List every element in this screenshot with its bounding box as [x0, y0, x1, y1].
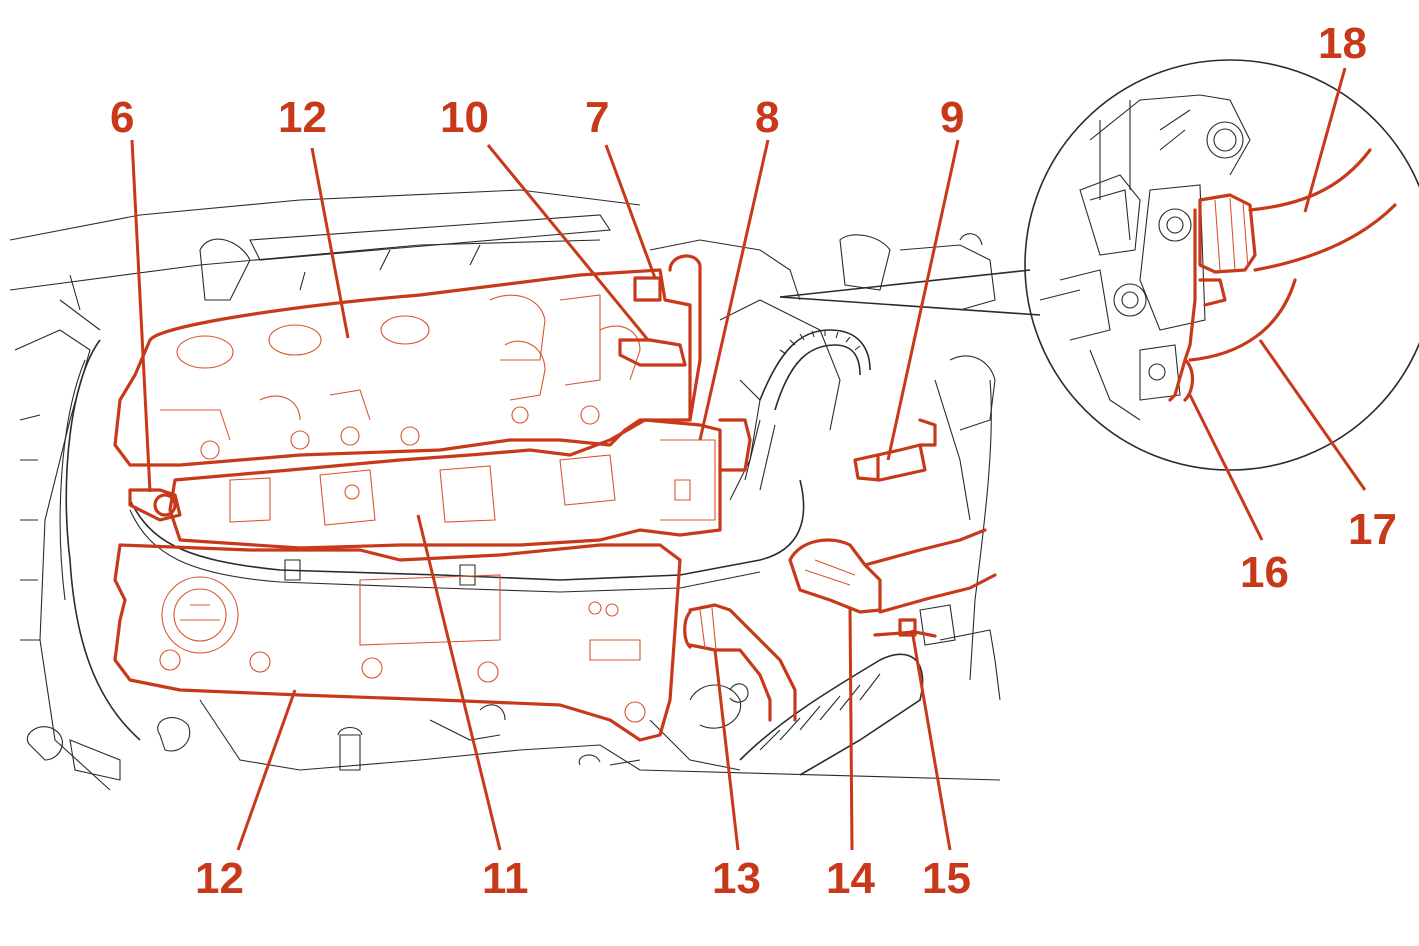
callout-7: 7 — [585, 93, 609, 142]
callout-11: 11 — [482, 854, 529, 903]
callout-12-top: 12 — [278, 93, 327, 142]
callout-17: 17 — [1348, 505, 1397, 554]
callout-10: 10 — [440, 93, 489, 142]
lower-valve-cover-detail — [159, 574, 646, 723]
callout-15: 15 — [922, 854, 971, 903]
callout-18: 18 — [1318, 19, 1367, 68]
highlighted-components — [113, 254, 997, 742]
lower-valve-cover-outline — [113, 543, 682, 742]
callout-labels: 6 12 10 7 8 9 18 17 16 12 11 13 14 15 — [110, 19, 1397, 903]
callout-8: 8 — [755, 93, 779, 142]
callout-16: 16 — [1240, 548, 1289, 597]
upper-valve-cover-detail — [160, 294, 641, 460]
callout-14: 14 — [826, 854, 875, 903]
detail-inset — [779, 59, 1419, 471]
upper-valve-cover-outline — [113, 268, 692, 467]
intake-manifold-detail — [229, 439, 716, 526]
intake-manifold-outline — [168, 418, 722, 550]
callout-9: 9 — [940, 93, 964, 142]
leader-lines — [130, 67, 1367, 851]
inset-circle — [1024, 59, 1419, 471]
inset-highlighted-parts — [1168, 148, 1397, 402]
inset-background-art — [1039, 94, 1251, 421]
callout-13: 13 — [712, 854, 761, 903]
engine-background-art — [9, 189, 1001, 791]
callout-6: 6 — [110, 93, 134, 142]
callout-12-bottom: 12 — [195, 854, 244, 903]
